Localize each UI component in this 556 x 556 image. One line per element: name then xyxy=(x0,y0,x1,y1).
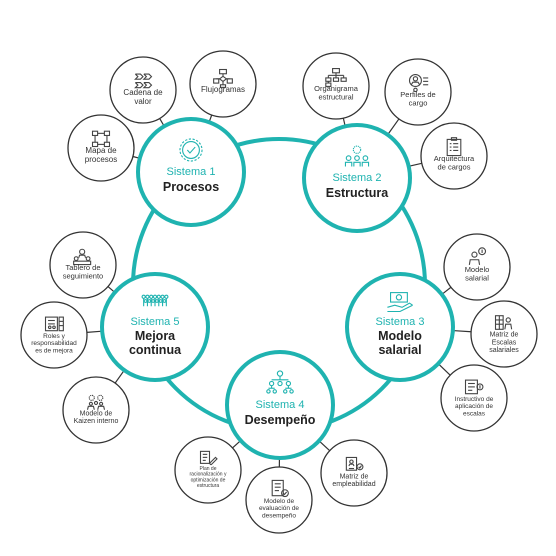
connector-line xyxy=(437,363,451,376)
subitem-circle xyxy=(20,301,88,369)
flowchart-icon xyxy=(213,68,233,88)
subitem-flujogramas: Flujogramas xyxy=(189,50,257,118)
connector-line xyxy=(387,118,400,136)
salary-matrix-icon xyxy=(494,315,513,330)
system-s4: Sistema 4 Desempeño xyxy=(225,350,335,460)
connector-line xyxy=(318,440,331,452)
gear-check-icon xyxy=(179,138,203,162)
system-circle xyxy=(100,272,210,382)
system-number: Sistema 2 xyxy=(333,172,382,184)
value-chain-icon xyxy=(134,73,153,89)
roles-icon xyxy=(44,316,64,332)
clipboard-icon xyxy=(446,137,462,157)
employability-icon xyxy=(345,456,364,471)
money-hand-icon xyxy=(387,292,413,313)
system-number: Sistema 3 xyxy=(376,316,425,328)
subitem-circle xyxy=(384,58,452,126)
subitem-circle xyxy=(320,439,388,507)
org-chart-icon xyxy=(325,68,347,87)
subitem-circle xyxy=(109,56,177,124)
connector-line xyxy=(86,330,103,333)
profile-icon xyxy=(408,74,429,93)
people-group-icon xyxy=(141,294,169,307)
system-number: Sistema 5 xyxy=(131,316,180,328)
subitem-circle xyxy=(174,436,242,504)
dashboard-icon xyxy=(73,248,92,266)
subitem-circle xyxy=(245,466,313,534)
hierarchy-icon xyxy=(266,370,294,394)
subitem-circle xyxy=(440,364,508,432)
system-circle xyxy=(302,123,412,233)
subitem-circle xyxy=(62,376,130,444)
subitem-circle xyxy=(67,114,135,182)
system-number: Sistema 4 xyxy=(256,399,305,411)
process-map-icon xyxy=(91,130,111,148)
instructions-icon xyxy=(464,379,484,395)
subitem-circle xyxy=(470,300,538,368)
connector-line xyxy=(452,329,472,333)
system-number: Sistema 1 xyxy=(167,166,216,178)
system-s1: Sistema 1 Procesos xyxy=(136,117,246,227)
system-circle xyxy=(345,272,455,382)
subitem-circle xyxy=(443,233,511,301)
subitem-label: Flujogramas xyxy=(201,85,245,94)
evaluation-icon xyxy=(271,479,289,498)
subitem-circle xyxy=(302,52,370,120)
system-circle xyxy=(225,350,335,460)
salary-model-icon xyxy=(468,247,487,265)
connector-line xyxy=(408,162,422,167)
team-gear-icon xyxy=(344,145,370,167)
connector-line xyxy=(114,369,125,384)
system-circle xyxy=(136,117,246,227)
system-name: Desempeño xyxy=(245,413,316,427)
system-name: Estructura xyxy=(326,186,390,200)
kaizen-icon xyxy=(86,394,106,410)
plan-icon xyxy=(199,450,218,466)
system-s2: Sistema 2 Estructura xyxy=(302,123,412,233)
system-name: Procesos xyxy=(163,180,219,194)
